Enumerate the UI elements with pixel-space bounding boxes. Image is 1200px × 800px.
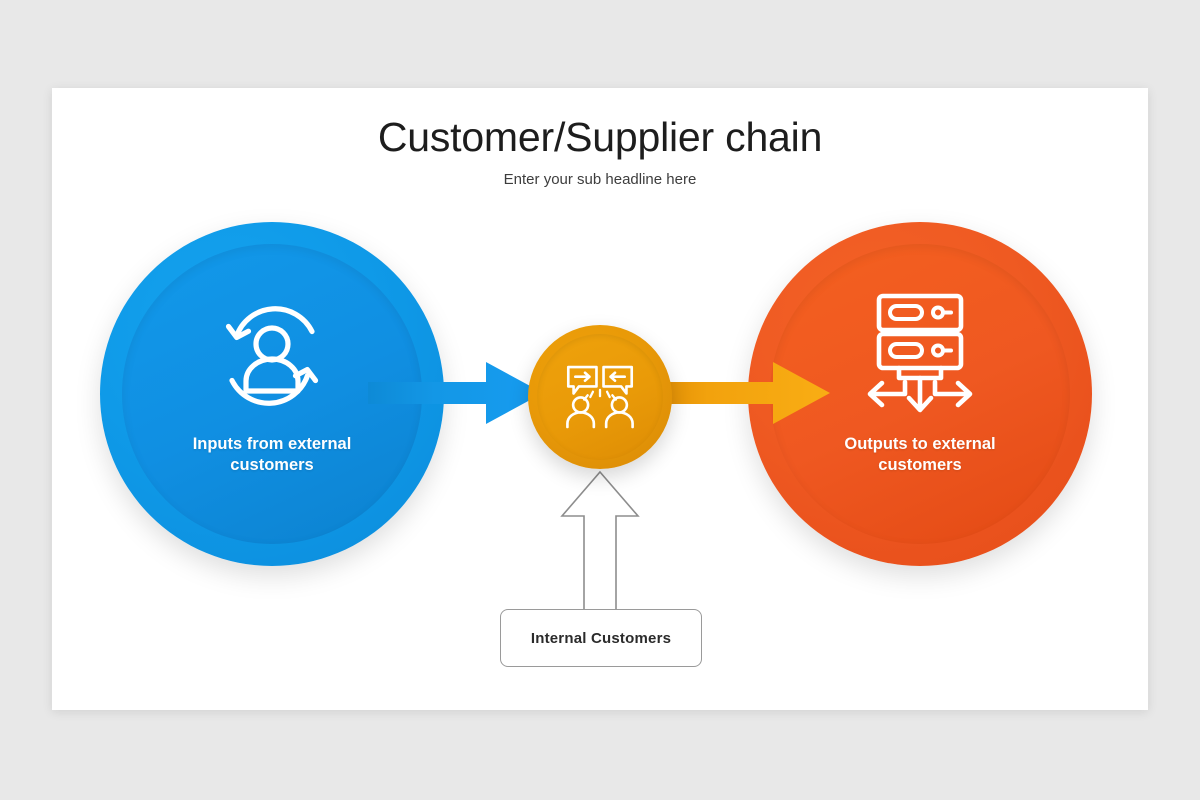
page-subtitle: Enter your sub headline here — [503, 171, 697, 189]
node-hub-inner — [537, 334, 663, 460]
node-inputs-label-line2: customers — [230, 456, 314, 475]
node-inputs-label-line1: Inputs from external — [192, 435, 352, 453]
node-inputs-from-external-customers[interactable]: Inputs from external customers — [100, 222, 444, 566]
node-hub-exchange[interactable] — [528, 325, 672, 469]
server-distribution-icon — [867, 293, 973, 413]
slide-headings: Customer/Supplier chain Enter your sub h… — [52, 114, 1148, 188]
node-inputs-inner: Inputs from external customers — [122, 244, 422, 544]
node-outputs-label-line2: customers — [878, 456, 962, 475]
node-inputs-label: Inputs from external customers — [152, 434, 392, 476]
node-outputs-label-line1: Outputs to external — [844, 435, 996, 453]
user-cycle-icon — [225, 306, 319, 406]
internal-customers-box[interactable]: Internal Customers — [500, 609, 702, 667]
arrow-inputs-to-hub — [368, 362, 543, 424]
node-outputs-label: Outputs to external customers — [800, 434, 1040, 476]
arrow-hub-to-outputs — [655, 362, 830, 424]
two-people-exchange-icon — [566, 365, 634, 429]
internal-customers-label: Internal Customers — [530, 629, 672, 647]
page-title: Customer/Supplier chain — [377, 114, 823, 160]
arrow-internal-to-hub — [560, 470, 640, 619]
